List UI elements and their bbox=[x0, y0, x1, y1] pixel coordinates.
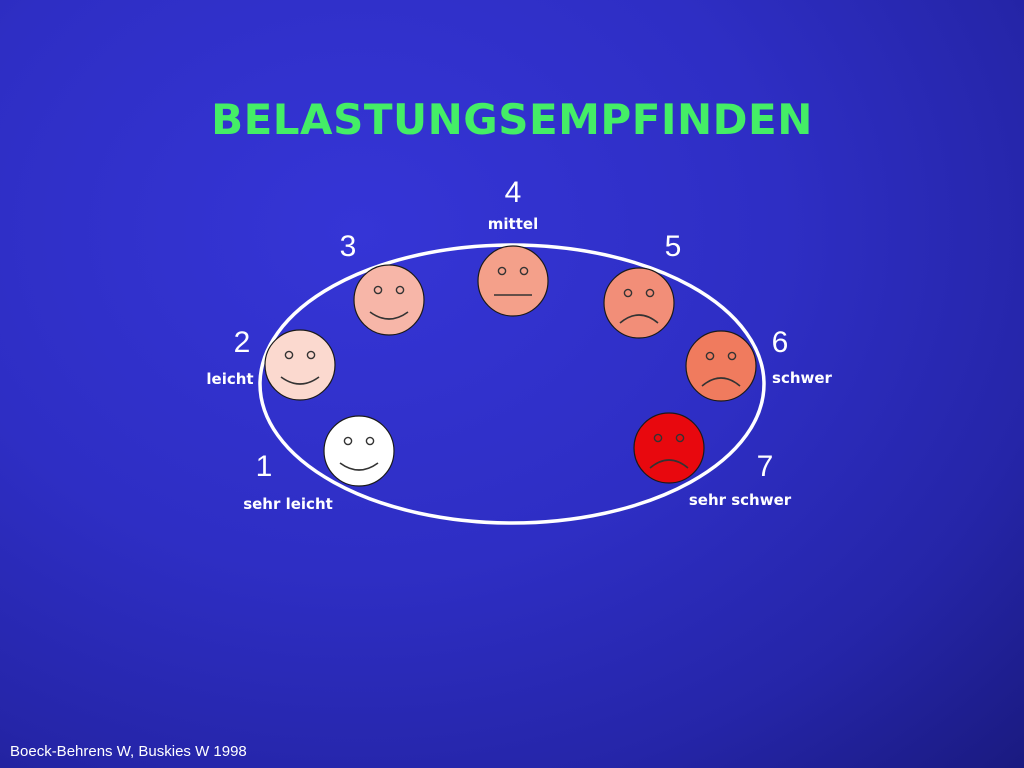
scale-label-6: schwer bbox=[772, 369, 832, 387]
face-7-icon bbox=[633, 412, 705, 484]
scale-number-6: 6 bbox=[771, 326, 789, 359]
face-6-icon bbox=[685, 330, 757, 402]
scale-number-4: 4 bbox=[504, 176, 522, 209]
face-4-icon bbox=[477, 245, 549, 317]
face-2-icon bbox=[264, 329, 336, 401]
scale-label-7: sehr schwer bbox=[688, 491, 792, 509]
scale-number-3: 3 bbox=[339, 230, 357, 263]
scale-number-5: 5 bbox=[664, 230, 682, 263]
face-3-icon bbox=[353, 264, 425, 336]
citation: Boeck-Behrens W, Buskies W 1998 bbox=[10, 743, 247, 760]
page-title: BELASTUNGSEMPFINDEN bbox=[211, 95, 813, 144]
face-5-icon bbox=[603, 267, 675, 339]
scale-label-2: leicht bbox=[206, 370, 254, 388]
scale-label-1: sehr leicht bbox=[243, 495, 333, 513]
scale-number-1: 1 bbox=[255, 450, 273, 483]
scale-number-7: 7 bbox=[756, 450, 774, 483]
scale-number-2: 2 bbox=[233, 326, 251, 359]
face-1-icon bbox=[323, 415, 395, 487]
scale-label-4: mittel bbox=[487, 215, 539, 233]
scale-ellipse bbox=[258, 243, 766, 525]
